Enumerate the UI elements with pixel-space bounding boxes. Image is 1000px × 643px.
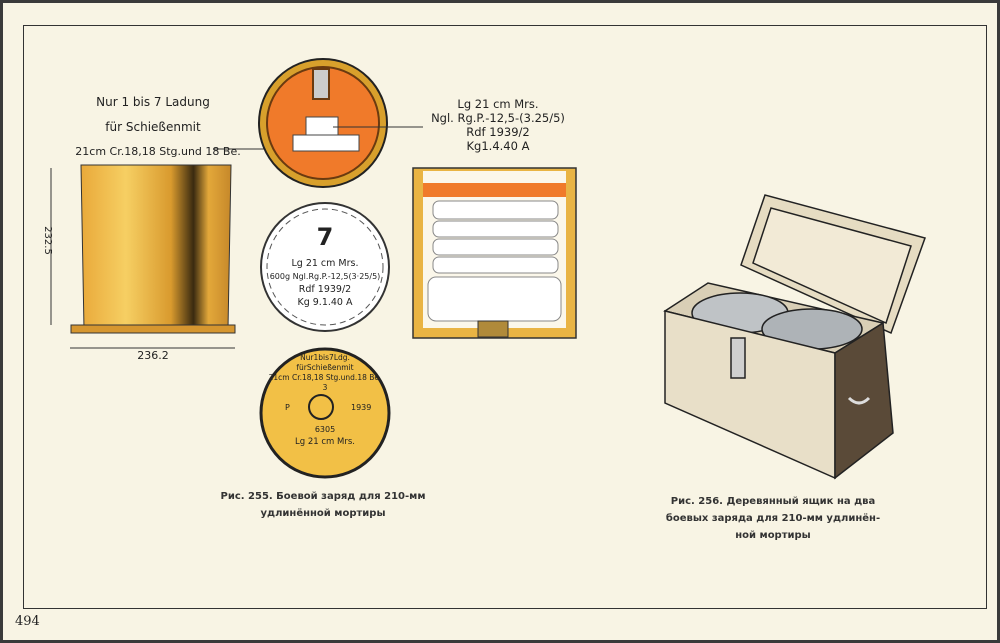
caption-line: боевых заряда для 210-мм удлинён- (665, 513, 881, 524)
illustrations (50, 58, 926, 480)
caption-line: ной мортиры (735, 530, 811, 541)
orange-disc-drawing (258, 58, 423, 188)
yellow-disc-drawing (259, 347, 391, 479)
caption-line: удлинённой мортиры (260, 508, 386, 519)
section-label-line: Kg1.4.40 A (466, 139, 530, 153)
charge-cylinder-drawing (50, 164, 236, 349)
white-disc-line: Lg 21 cm Mrs. (291, 258, 359, 269)
section-label: Lg 21 cm Mrs. Ngl. Rg.P.-12,5-(3.25/5) R… (413, 97, 583, 153)
white-disc-number: 7 (316, 223, 334, 251)
yellow-disc-left-mark: P (285, 403, 290, 412)
page-number: 494 (15, 614, 40, 629)
yellow-disc-line: fürSchießenmit (296, 363, 354, 372)
white-disc-text: Lg 21 cm Mrs. 600g Ngl.Rg.P.-12,5(3·25/5… (265, 257, 385, 309)
section-label-line: Ngl. Rg.P.-12,5-(3.25/5) (431, 111, 565, 125)
white-disc-drawing (260, 202, 390, 332)
yellow-disc-bottom-number: 6305 (314, 425, 336, 434)
charge-label-line-3: 21cm Cr.18,18 Stg.und 18 Be. (75, 145, 241, 158)
yellow-disc-right-mark: 1939 (351, 403, 372, 412)
yellow-disc-text: Nur1bis7Ldg. fürSchießenmit 21cm Cr.18,1… (265, 353, 385, 393)
yellow-disc-line: 21cm Cr.18,18 Stg.und.18 Be. (268, 373, 382, 382)
yellow-disc-top-number: 3 (322, 383, 328, 392)
figure-frame (23, 25, 987, 609)
caption-figure-256: Рис. 256. Деревянный ящик на два боевых … (643, 493, 903, 544)
section-label-line: Rdf 1939/2 (466, 125, 530, 139)
dimension-height: 232.5 (41, 226, 53, 255)
wooden-box-drawing (663, 194, 926, 480)
caption-line: Рис. 256. Деревянный ящик на два (670, 496, 876, 507)
dimension-width: 236.2 (123, 349, 183, 362)
white-disc-line: 600g Ngl.Rg.P.-12,5(3·25/5) (269, 272, 381, 281)
yellow-disc-bottom-line: Lg 21 cm Mrs. (295, 437, 355, 447)
document-page: Nur 1 bis 7 Ladung für Schießenmit 21cm … (3, 3, 997, 640)
charge-label-line-1: Nur 1 bis 7 Ladung (96, 95, 210, 109)
charge-label-line-2: für Schießenmit (105, 120, 201, 134)
caption-figure-255: Рис. 255. Боевой заряд для 210-мм удлинё… (193, 488, 453, 522)
charge-cross-section-drawing (412, 167, 577, 339)
white-disc-line: Rdf 1939/2 (298, 284, 352, 295)
caption-line: Рис. 255. Боевой заряд для 210-мм (220, 491, 426, 502)
yellow-disc-line: Nur1bis7Ldg. (300, 353, 350, 362)
section-label-line: Lg 21 cm Mrs. (457, 97, 539, 111)
white-disc-line: Kg 9.1.40 A (297, 297, 353, 308)
